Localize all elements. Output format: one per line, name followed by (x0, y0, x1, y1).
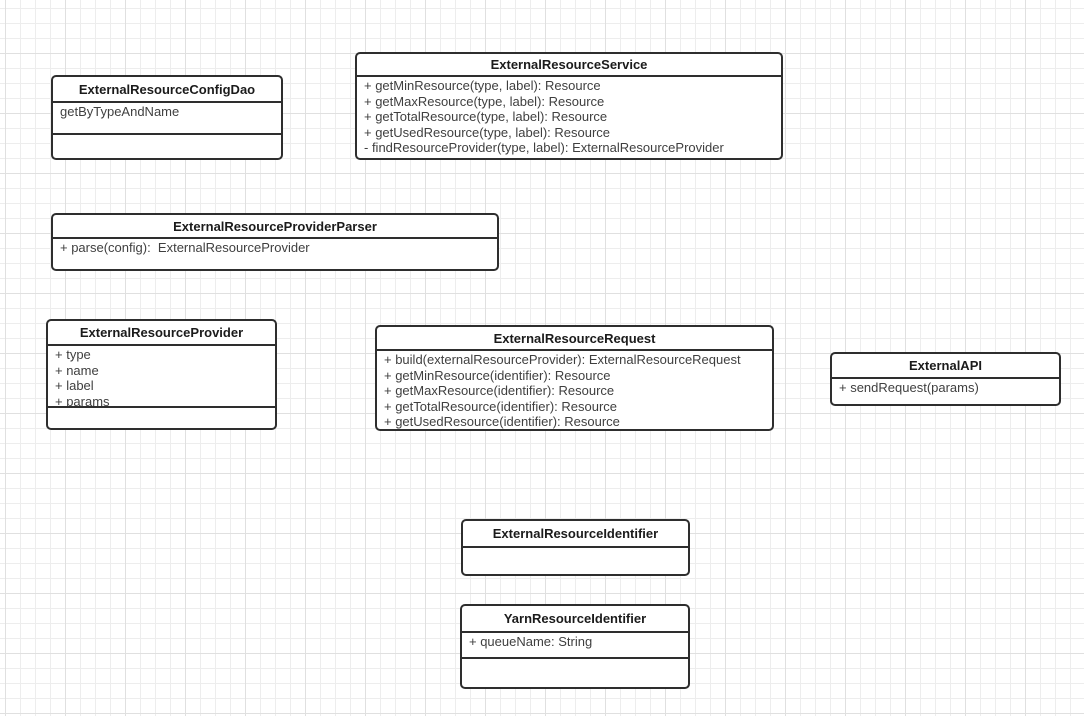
class-member: + getMinResource(type, label): Resource (364, 78, 601, 93)
class-compartment: + build(externalResourceProvider): Exter… (377, 351, 772, 429)
class-external-api[interactable]: ExternalAPI+ sendRequest(params) (830, 352, 1061, 406)
class-compartment (48, 408, 275, 428)
class-member: + queueName: String (469, 634, 593, 649)
class-member: + parse(config): ExternalResourceProvide… (60, 240, 310, 255)
class-member: + getUsedResource(type, label): Resource (364, 124, 611, 140)
class-external-resource-service[interactable]: ExternalResourceService+ getMinResource(… (355, 52, 783, 160)
class-member: + getMinResource(identifier): Resource (384, 367, 611, 383)
class-compartment (462, 659, 688, 687)
class-external-resource-provider[interactable]: ExternalResourceProvider+ type+ name+ la… (46, 319, 277, 430)
class-external-resource-provider-parser[interactable]: ExternalResourceProviderParser+ parse(co… (51, 213, 499, 271)
class-member: + type (55, 347, 91, 362)
class-member: getByTypeAndName (60, 104, 180, 119)
class-title-yarn-resource-identifier: YarnResourceIdentifier (462, 606, 688, 633)
class-external-resource-request[interactable]: ExternalResourceRequest+ build(externalR… (375, 325, 774, 431)
class-compartment: + parse(config): ExternalResourceProvide… (53, 239, 497, 269)
class-member: + getUsedResource(identifier): Resource (384, 414, 620, 429)
class-title-external-resource-provider-parser: ExternalResourceProviderParser (53, 215, 497, 239)
class-compartment (53, 135, 281, 158)
class-member: + name (55, 362, 99, 378)
class-member: + build(externalResourceProvider): Exter… (384, 352, 741, 367)
class-external-resource-identifier[interactable]: ExternalResourceIdentifier (461, 519, 690, 576)
class-member: + params (55, 393, 110, 408)
class-compartment: + sendRequest(params) (832, 379, 1059, 404)
class-compartment: + queueName: String (462, 633, 688, 659)
class-title-external-api: ExternalAPI (832, 354, 1059, 379)
class-yarn-resource-identifier[interactable]: YarnResourceIdentifier+ queueName: Strin… (460, 604, 690, 689)
class-title-external-resource-request: ExternalResourceRequest (377, 327, 772, 351)
class-compartment: getByTypeAndName (53, 103, 281, 135)
class-title-external-resource-identifier: ExternalResourceIdentifier (463, 521, 688, 548)
class-title-external-resource-config-dao: ExternalResourceConfigDao (53, 77, 281, 103)
class-member: + getMaxResource(type, label): Resource (364, 93, 605, 109)
class-member: + getTotalResource(identifier): Resource (384, 398, 618, 414)
class-compartment (463, 548, 688, 574)
class-member: + getMaxResource(identifier): Resource (384, 383, 615, 398)
class-member: - findResourceProvider(type, label): Ext… (364, 140, 724, 155)
class-compartment: + type+ name+ label+ params (48, 346, 275, 408)
class-title-external-resource-service: ExternalResourceService (357, 54, 781, 77)
class-title-external-resource-provider: ExternalResourceProvider (48, 321, 275, 346)
class-member: + sendRequest(params) (839, 380, 979, 395)
class-member: + label (55, 378, 94, 393)
class-compartment: + getMinResource(type, label): Resource+… (357, 77, 781, 158)
class-member: + getTotalResource(type, label): Resourc… (364, 109, 608, 124)
